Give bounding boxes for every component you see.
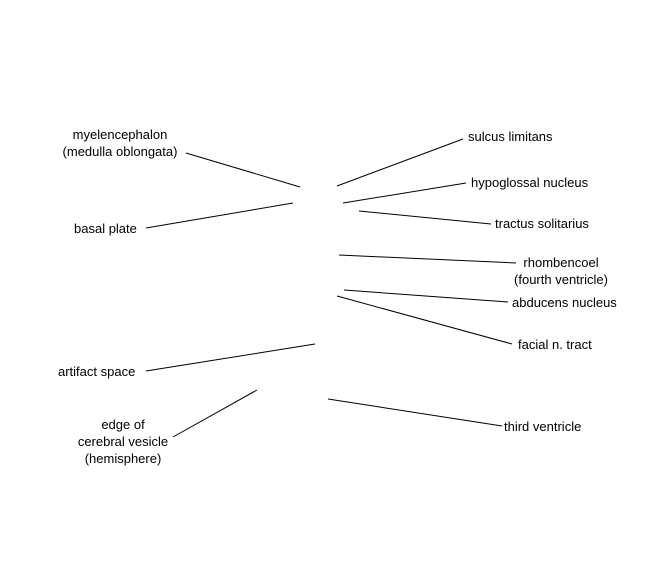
leader-hypoglossal-nucleus	[342, 182, 467, 204]
leader-tractus-solitarius	[358, 210, 492, 225]
label-rhombencoel: rhombencoel (fourth ventricle)	[514, 255, 608, 287]
label-tractus-solitarius: tractus solitarius	[495, 216, 589, 231]
leader-abducens-nucleus	[343, 289, 509, 303]
leader-rhombencoel	[338, 254, 517, 264]
label-facial-n-tract: facial n. tract	[518, 337, 592, 352]
leader-myelencephalon	[185, 152, 301, 188]
label-edge-of-cerebral-vesicle: edge of cerebral vesicle (hemisphere)	[77, 417, 169, 466]
label-hypoglossal-nucleus: hypoglossal nucleus	[471, 175, 589, 190]
label-third-ventricle: third ventricle	[504, 419, 582, 434]
label-artifact-space: artifact space	[58, 364, 136, 379]
label-myelencephalon: myelencephalon (medulla oblongata)	[62, 127, 178, 159]
label-basal-plate: basal plate	[74, 221, 137, 236]
leader-basal-plate	[145, 202, 294, 229]
label-sulcus-limitans: sulcus limitans	[468, 129, 553, 144]
leader-edge-of-cerebral-vesicle	[172, 389, 258, 438]
leader-facial-n-tract	[336, 295, 513, 345]
leader-artifact-space	[145, 343, 316, 372]
leader-third-ventricle	[327, 398, 503, 427]
leader-sulcus-limitans	[336, 138, 464, 187]
label-abducens-nucleus: abducens nucleus	[512, 295, 617, 310]
